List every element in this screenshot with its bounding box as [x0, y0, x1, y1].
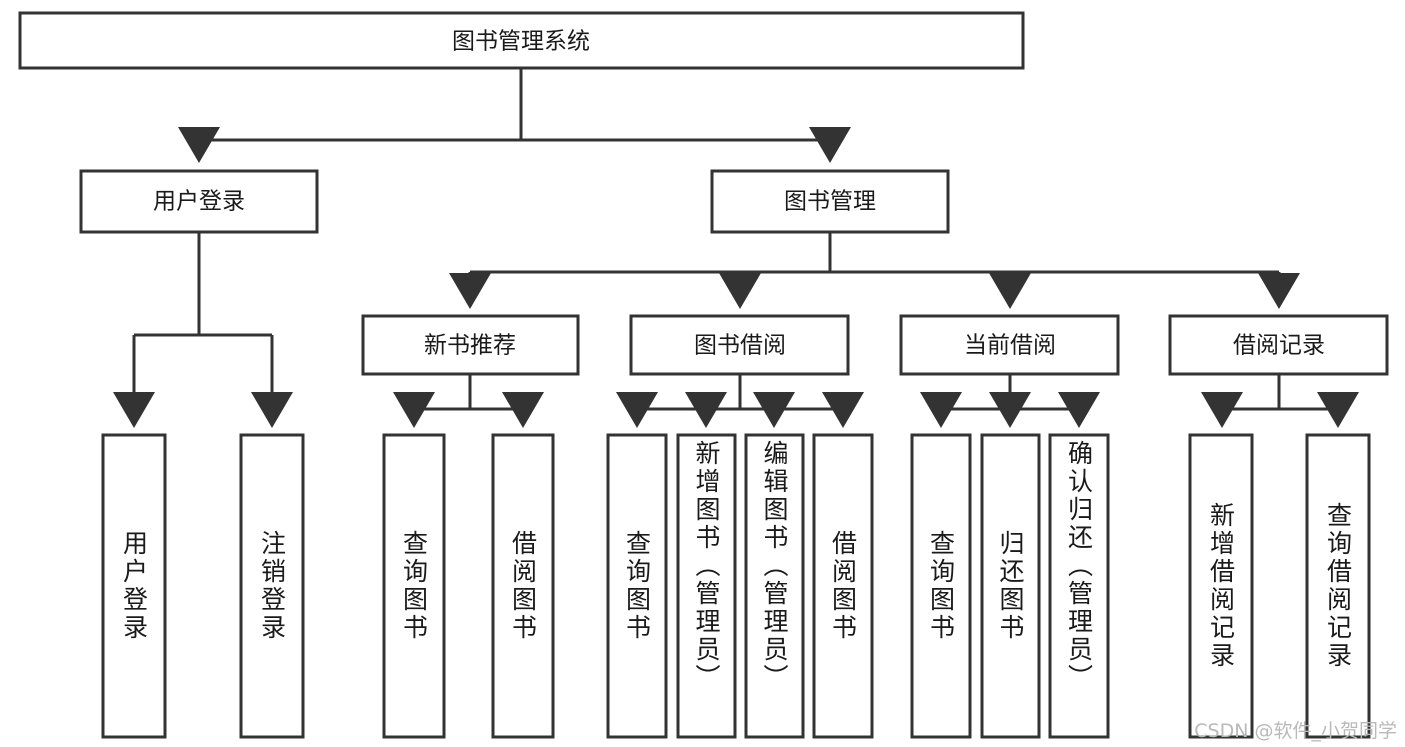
node-leaf-edit-book[interactable] [744, 433, 805, 739]
node-leaf-add-book[interactable] [676, 433, 737, 739]
connector-book-management-to-level3 [449, 232, 1300, 309]
node-current-borrow[interactable]: 当前借阅 [899, 314, 1120, 376]
node-borrow-record[interactable]: 借阅记录 [1168, 314, 1389, 376]
node-leaf-borrow-book-1[interactable] [491, 433, 555, 739]
node-root[interactable]: 图书管理系统 [18, 11, 1025, 70]
node-leaf-query-book-2[interactable] [606, 433, 668, 739]
node-leaf-user-login[interactable] [101, 433, 167, 739]
node-book-borrow-label: 图书借阅 [694, 333, 786, 359]
watermark: CSDN @软件_小贺同学 [1194, 720, 1397, 742]
node-leaf-query-book-3[interactable] [910, 433, 972, 739]
connector-borrow-record-to-leaves [1201, 374, 1359, 428]
node-leaf-add-record[interactable] [1188, 433, 1254, 739]
node-book-management[interactable]: 图书管理 [710, 169, 950, 234]
node-new-book-recommend-label: 新书推荐 [424, 333, 516, 359]
node-leaf-query-record[interactable] [1305, 433, 1371, 739]
node-leaf-confirm-return[interactable] [1048, 433, 1110, 739]
node-new-book-recommend[interactable]: 新书推荐 [361, 314, 580, 376]
node-leaf-borrow-book-2[interactable] [812, 433, 874, 739]
node-leaf-user-logout[interactable] [239, 433, 305, 739]
connector-user-login-to-leaves [113, 232, 293, 428]
node-current-borrow-label: 当前借阅 [964, 333, 1056, 359]
node-leaf-return-book[interactable] [980, 433, 1041, 739]
connector-book-borrow-to-leaves [616, 374, 864, 428]
node-user-login[interactable]: 用户登录 [79, 169, 319, 234]
node-borrow-record-label: 借阅记录 [1233, 333, 1325, 359]
node-user-login-label: 用户登录 [153, 189, 245, 215]
connector-current-borrow-to-leaves [920, 374, 1100, 428]
connector-new-book-recommend-to-leaves [393, 374, 544, 428]
node-leaf-query-book-1[interactable] [382, 433, 446, 739]
node-root-label: 图书管理系统 [452, 29, 590, 55]
connector-root-to-level2 [178, 68, 851, 163]
node-book-management-label: 图书管理 [784, 189, 876, 215]
node-book-borrow[interactable]: 图书借阅 [629, 314, 850, 376]
